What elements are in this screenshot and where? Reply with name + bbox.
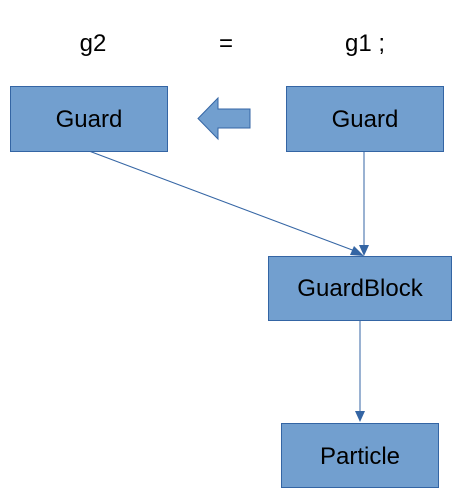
edge-guard-left-arrowhead xyxy=(350,246,364,256)
node-guard-left-box xyxy=(10,86,168,152)
assign-arrow-icon xyxy=(197,96,251,141)
edge-guard-right-arrowhead xyxy=(359,245,369,256)
node-guard-left: Guard xyxy=(10,86,168,152)
node-guard-right: Guard xyxy=(286,86,444,152)
statement-operator: = xyxy=(219,30,233,57)
node-particle-box xyxy=(281,423,439,488)
node-particle: Particle xyxy=(281,423,439,488)
statement-rhs: g1 ; xyxy=(345,30,385,57)
node-particle-label: Particle xyxy=(320,443,400,470)
statement-lhs: g2 xyxy=(80,30,107,57)
node-guard-right-label: Guard xyxy=(332,106,399,133)
node-guard-left-label: Guard xyxy=(56,106,123,133)
edge-guardblock-arrowhead xyxy=(355,411,365,422)
node-guard-right-box xyxy=(286,86,444,152)
node-guardblock-label: GuardBlock xyxy=(297,275,423,302)
edge-guard-left-to-guardblock xyxy=(88,150,356,252)
node-guardblock-box xyxy=(268,256,452,321)
node-guardblock: GuardBlock xyxy=(268,256,452,321)
